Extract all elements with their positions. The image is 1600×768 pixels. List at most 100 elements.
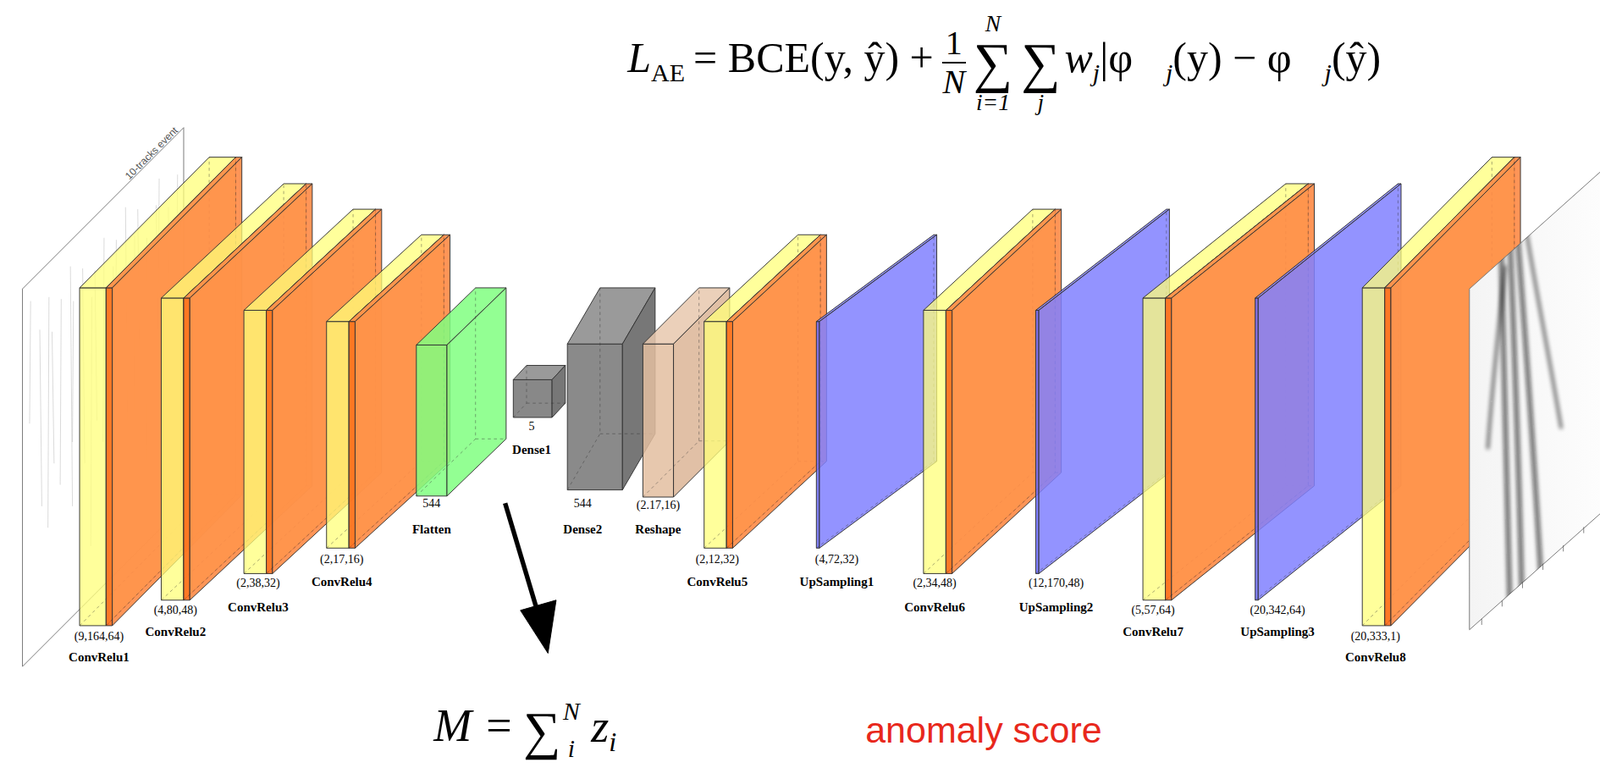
tensor-shape: (4,72,32)	[800, 553, 875, 566]
layer-label: (2,34,48) ConvRelu6	[904, 577, 966, 614]
formula-text: j	[1165, 58, 1173, 87]
layer-name: ConvRelu7	[1122, 625, 1184, 639]
tensor-shape: (2,38,32)	[227, 577, 289, 590]
formula-text: = BCE(y, ŷ) +	[693, 33, 934, 82]
hit-stroke	[39, 329, 42, 507]
layer-front	[513, 379, 552, 418]
axis-tick	[1542, 563, 1544, 570]
layer-front	[923, 309, 947, 574]
hidden-edge	[816, 234, 937, 548]
formula-text: N	[942, 63, 966, 100]
layer-front	[105, 287, 112, 626]
axis-tick	[1583, 526, 1584, 533]
formula-text: j	[1092, 58, 1100, 87]
layer-front	[704, 321, 728, 549]
layer-label: (2,12,32) ConvRelu5	[687, 553, 749, 590]
layer-front	[160, 297, 184, 601]
layer-label: 544Flatten	[412, 497, 452, 536]
tensor-shape: (2,17,16)	[311, 553, 373, 566]
formula-text: ∑	[1020, 35, 1060, 91]
formula-text: N	[985, 11, 1001, 36]
hit-stroke	[51, 331, 54, 464]
arrow-head	[520, 600, 557, 654]
formula-text: L	[627, 33, 652, 82]
formula-text: ∑	[973, 35, 1013, 91]
tensor-shape: (4,80,48)	[144, 604, 206, 617]
layer-side	[446, 287, 507, 497]
layer-label: (2,17,16) ConvRelu4	[311, 553, 373, 590]
latent-arrow	[505, 502, 539, 613]
hidden-edge	[416, 287, 507, 497]
layer-front	[266, 309, 273, 574]
formula-text: j	[1037, 90, 1044, 115]
layer-name: UpSampling2	[1019, 601, 1094, 614]
tensor-shape: (5,57,64)	[1122, 604, 1184, 617]
layer-name: Reshape	[634, 523, 681, 536]
layer-side	[819, 234, 938, 548]
layer-name: ConvRelu2	[144, 625, 206, 639]
layer-name: UpSampling1	[800, 575, 875, 589]
layer-front	[1255, 297, 1259, 601]
formula-text: 1	[942, 26, 966, 64]
tensor-shape: (2,12,32)	[687, 553, 749, 566]
hit-stroke	[70, 266, 72, 507]
layer-label: 5Dense1	[512, 420, 552, 457]
layer-label: (20,342,64) UpSampling3	[1240, 604, 1315, 640]
tensor-shape: 544	[562, 497, 602, 510]
layer-front	[1165, 297, 1172, 601]
layer-side	[551, 365, 566, 418]
layer-label: (12,170,48)UpSampling2	[1019, 577, 1094, 614]
layer-name: ConvRelu5	[687, 575, 749, 589]
layer-name: Flatten	[412, 523, 452, 536]
layer-front	[1142, 297, 1166, 601]
tensor-shape: (20,342,64)	[1240, 604, 1315, 617]
tensor-shape: 544	[412, 497, 452, 510]
axis-tick	[1562, 545, 1564, 552]
tensor-shape: 5	[512, 420, 552, 433]
output-tracks	[1487, 188, 1562, 623]
layer-front	[183, 297, 190, 601]
layer-front	[416, 344, 447, 496]
score-note: anomaly score	[865, 711, 1103, 749]
formula-stack: ∑j	[1020, 11, 1060, 114]
loss-formula: LAE= BCE(y, ŷ) +1NN∑i=1∑jwj|φ⃗j(y) − φ⃗j…	[627, 11, 1381, 114]
layer-front	[1362, 287, 1385, 626]
layer-label: 544Dense2	[562, 497, 602, 536]
tensor-shape: (20,333,1)	[1345, 630, 1407, 643]
hit-stroke	[60, 298, 61, 485]
formula-text: w	[1064, 33, 1093, 82]
layer-name: ConvRelu1	[68, 651, 130, 664]
formula-text: z	[590, 700, 609, 751]
layer-front	[348, 321, 355, 549]
formula-text: i=1	[976, 90, 1010, 115]
layer-label: (5,57,64) ConvRelu7	[1122, 604, 1184, 640]
layer-front	[726, 321, 733, 549]
layer-front	[1384, 287, 1391, 626]
layer-name: UpSampling3	[1240, 625, 1315, 639]
formula-text: (ŷ)	[1331, 33, 1381, 82]
layer-name: ConvRelu6	[904, 601, 966, 614]
formula-stack: 1N	[942, 26, 966, 100]
layer-label: (4,72,32) UpSampling1	[800, 553, 875, 590]
layer-name: Dense1	[512, 443, 552, 457]
hit-stroke	[48, 297, 50, 528]
layer-front	[243, 309, 267, 574]
layer-front	[79, 287, 106, 626]
axis-tick	[1501, 600, 1503, 607]
hidden-edge	[513, 365, 565, 418]
formula-text: N	[562, 699, 580, 725]
layer-front	[326, 321, 350, 549]
hit-stroke	[72, 301, 74, 442]
track-trace	[1520, 193, 1562, 429]
formula-stack: N∑i=1	[973, 11, 1013, 114]
layer-label: (2,38,32) ConvRelu3	[227, 577, 289, 614]
layer-name: ConvRelu3	[227, 601, 289, 614]
layer-label: (4,80,48) ConvRelu2	[144, 604, 206, 640]
formula-text: i	[608, 726, 617, 757]
layer-label: (2.17,16)Reshape	[634, 499, 681, 536]
formula-text: ∑	[523, 701, 561, 760]
tensor-shape: (2,34,48)	[904, 577, 966, 590]
axis-tick	[1481, 618, 1483, 625]
layer-name: ConvRelu4	[311, 575, 373, 589]
formula-stack: Ni	[562, 699, 580, 762]
